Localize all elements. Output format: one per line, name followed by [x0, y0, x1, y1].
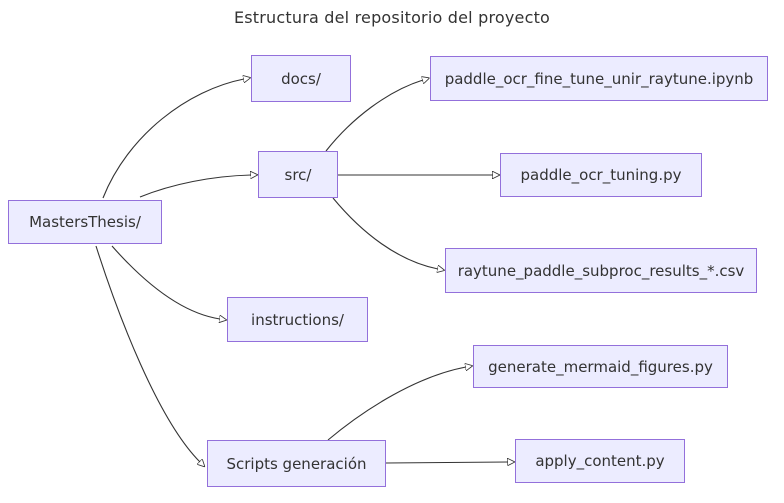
node-instructions: instructions/	[227, 297, 368, 342]
node-raytune-results-csv: raytune_paddle_subproc_results_*.csv	[445, 248, 757, 293]
edge-scripts-apply	[385, 462, 508, 463]
node-paddle-ocr-fine-tune-ipynb: paddle_ocr_fine_tune_unir_raytune.ipynb	[430, 56, 768, 101]
diagram-title: Estructura del repositorio del proyecto	[233, 8, 551, 27]
node-src: src/	[258, 151, 338, 198]
node-apply-content-py: apply_content.py	[515, 439, 685, 483]
node-generate-mermaid-figures-py: generate_mermaid_figures.py	[473, 345, 728, 388]
edge-src-csv	[332, 197, 438, 269]
node-mastersthesis: MastersThesis/	[8, 200, 162, 244]
node-docs: docs/	[251, 55, 351, 102]
edge-src-ipynb	[325, 80, 423, 152]
edge-root-src	[139, 175, 251, 198]
edge-root-docs	[102, 79, 244, 199]
edge-scripts-generate	[327, 367, 466, 441]
node-paddle-ocr-tuning-py: paddle_ocr_tuning.py	[500, 153, 702, 197]
edge-root-scripts	[95, 245, 200, 462]
node-scripts-generacion: Scripts generación	[207, 440, 386, 487]
edge-root-instructions	[111, 245, 220, 319]
